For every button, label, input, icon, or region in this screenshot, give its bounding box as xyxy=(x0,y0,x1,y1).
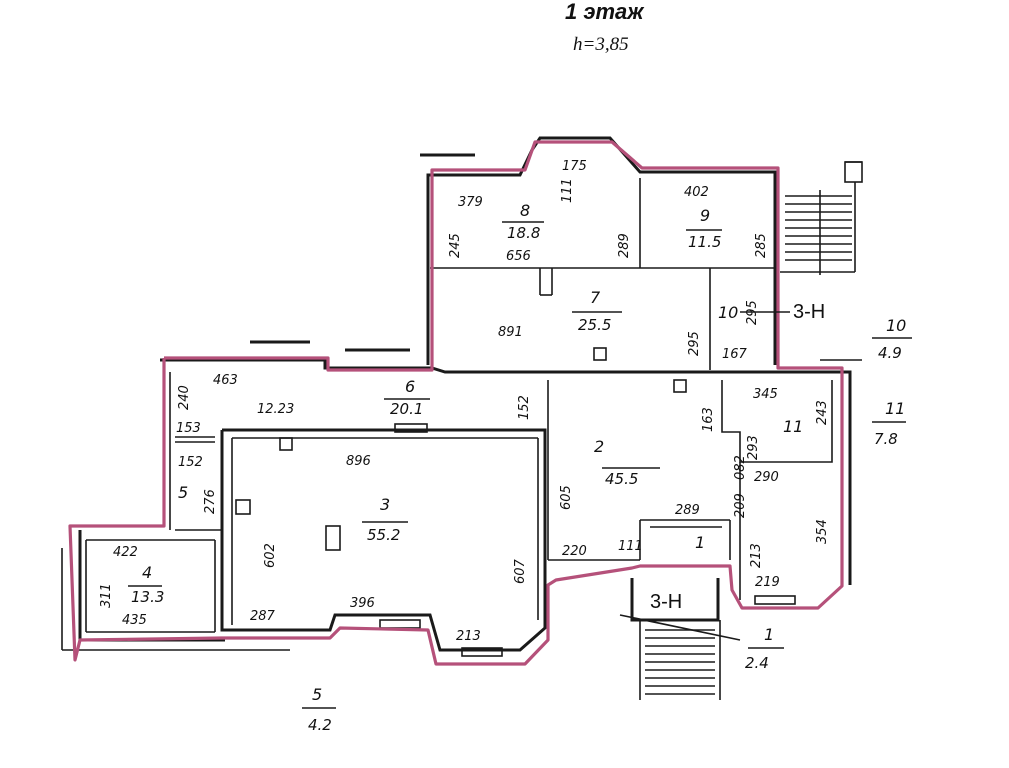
svg-text:12.23: 12.23 xyxy=(257,402,294,417)
svg-text:345: 345 xyxy=(753,387,778,402)
svg-text:220: 220 xyxy=(562,544,587,559)
svg-text:1: 1 xyxy=(764,625,774,644)
svg-text:9: 9 xyxy=(700,206,710,225)
svg-text:290: 290 xyxy=(754,470,779,485)
svg-text:295: 295 xyxy=(687,331,702,356)
staircase-right xyxy=(785,195,852,261)
svg-text:111: 111 xyxy=(618,539,643,554)
floor-title: 1 этаж xyxy=(565,0,645,24)
svg-text:153: 153 xyxy=(176,421,201,436)
svg-text:18.8: 18.8 xyxy=(507,224,540,242)
svg-text:213: 213 xyxy=(456,629,481,644)
svg-text:55.2: 55.2 xyxy=(367,526,400,544)
svg-text:13.3: 13.3 xyxy=(131,588,164,606)
svg-text:10: 10 xyxy=(886,316,906,335)
svg-text:152: 152 xyxy=(178,455,203,470)
svg-text:2.4: 2.4 xyxy=(745,654,769,672)
svg-text:396: 396 xyxy=(350,596,375,611)
svg-text:10: 10 xyxy=(718,303,738,322)
svg-text:6: 6 xyxy=(405,377,415,396)
svg-text:4: 4 xyxy=(142,563,152,582)
svg-text:245: 245 xyxy=(448,233,463,258)
svg-text:422: 422 xyxy=(113,545,138,560)
svg-text:605: 605 xyxy=(559,485,574,510)
svg-text:607: 607 xyxy=(513,558,528,584)
svg-text:5: 5 xyxy=(312,685,322,704)
svg-text:1: 1 xyxy=(695,533,705,552)
svg-text:5: 5 xyxy=(178,483,188,502)
svg-text:7.8: 7.8 xyxy=(874,430,898,448)
svg-text:25.5: 25.5 xyxy=(578,316,611,334)
svg-text:240: 240 xyxy=(177,385,192,410)
ceiling-height: h=3,85 xyxy=(573,34,629,55)
svg-text:2: 2 xyxy=(594,437,604,456)
svg-text:4.9: 4.9 xyxy=(878,344,902,362)
svg-text:213: 213 xyxy=(749,543,764,568)
dimension-labels: 379 245 656 175 111 289 402 285 891 295 … xyxy=(99,159,830,644)
svg-text:3-Н: 3-Н xyxy=(793,301,825,323)
svg-text:463: 463 xyxy=(213,373,238,388)
svg-text:175: 175 xyxy=(562,159,587,174)
svg-text:891: 891 xyxy=(498,325,523,340)
svg-text:20.1: 20.1 xyxy=(390,400,423,418)
svg-text:3: 3 xyxy=(380,495,390,514)
room-labels: 2 45.5 3 55.2 4 13.3 5 6 20.1 7 25.5 8 1… xyxy=(128,201,803,606)
svg-text:289: 289 xyxy=(617,233,632,258)
svg-text:167: 167 xyxy=(722,347,748,362)
svg-text:402: 402 xyxy=(684,185,709,200)
svg-text:219: 219 xyxy=(755,575,780,590)
premises-boundary xyxy=(68,140,844,666)
svg-text:276: 276 xyxy=(203,489,218,514)
svg-text:3-Н: 3-Н xyxy=(650,591,682,613)
svg-text:289: 289 xyxy=(675,503,700,518)
svg-text:354: 354 xyxy=(815,519,830,544)
staircase-entrance xyxy=(645,629,715,695)
svg-text:163: 163 xyxy=(701,407,716,432)
svg-text:11: 11 xyxy=(885,399,905,418)
svg-text:602: 602 xyxy=(263,543,278,568)
svg-text:656: 656 xyxy=(506,249,531,264)
svg-text:243: 243 xyxy=(815,400,830,425)
svg-text:11: 11 xyxy=(783,417,803,436)
svg-text:11.5: 11.5 xyxy=(688,233,721,251)
svg-text:293: 293 xyxy=(746,435,761,460)
outside-labels: 10 4.9 11 7.8 1 2.4 5 4.2 xyxy=(302,316,912,734)
svg-text:152: 152 xyxy=(517,395,532,420)
svg-text:082: 082 xyxy=(733,455,748,480)
svg-text:7: 7 xyxy=(590,288,601,307)
svg-text:896: 896 xyxy=(346,454,371,469)
svg-text:209: 209 xyxy=(733,493,748,518)
svg-text:435: 435 xyxy=(122,613,147,628)
svg-text:311: 311 xyxy=(99,583,114,608)
svg-text:4.2: 4.2 xyxy=(308,716,332,734)
svg-text:287: 287 xyxy=(250,609,276,624)
walls xyxy=(61,136,863,700)
svg-text:285: 285 xyxy=(754,233,769,258)
svg-text:111: 111 xyxy=(560,178,575,203)
svg-text:379: 379 xyxy=(458,195,483,210)
exit-labels: 3-Н 3-Н xyxy=(650,301,825,613)
svg-text:45.5: 45.5 xyxy=(605,470,638,488)
svg-text:8: 8 xyxy=(520,201,530,220)
